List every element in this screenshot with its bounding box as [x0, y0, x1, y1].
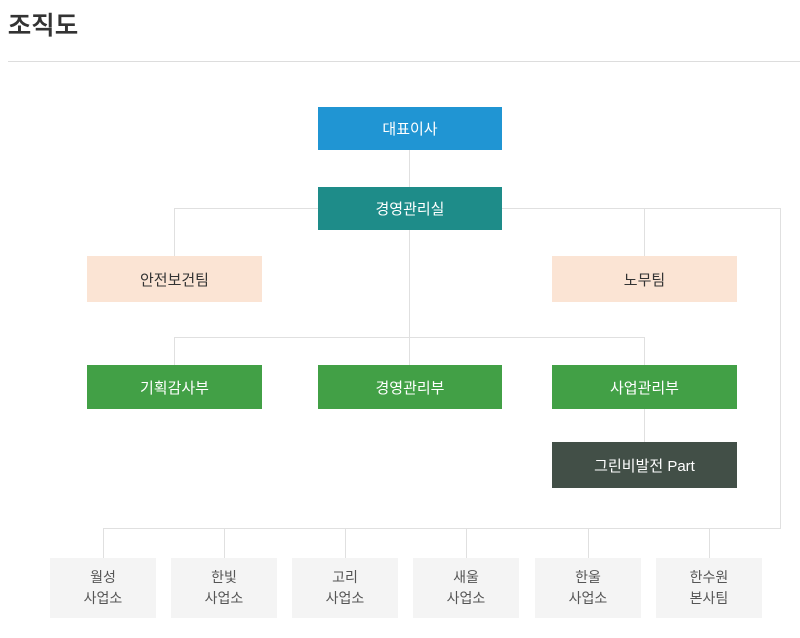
- connector-office-to-departments: [409, 230, 410, 365]
- connector-branches-horizontal: [103, 528, 780, 529]
- connector-office-left-branch: [174, 208, 318, 209]
- branch-suffix: 사업소: [204, 590, 244, 606]
- branch-node-hanul: 한울 사업소: [535, 558, 641, 618]
- connector-ceo-to-office: [409, 150, 410, 187]
- branch-suffix: 사업소: [83, 590, 123, 606]
- connector-drop-labor-team: [644, 208, 645, 256]
- org-node-safety-health-team: 안전보건팀: [87, 256, 262, 302]
- branch-name: 월성: [90, 569, 116, 585]
- branch-suffix: 사업소: [325, 590, 365, 606]
- connector-drop-safety-team: [174, 208, 175, 256]
- connector-drop-dept-business: [644, 337, 645, 365]
- branch-name: 새울: [453, 569, 479, 585]
- org-node-management-office: 경영관리실: [318, 187, 502, 230]
- branch-suffix: 본사팀: [689, 590, 729, 606]
- branch-name: 고리: [332, 569, 358, 585]
- connector-drop-branch-5: [588, 528, 589, 558]
- org-node-dept-business: 사업관리부: [552, 365, 737, 409]
- connector-drop-dept-planning: [174, 337, 175, 365]
- page-title: 조직도: [8, 12, 79, 40]
- connector-drop-branch-4: [466, 528, 467, 558]
- connector-drop-branch-3: [345, 528, 346, 558]
- branch-node-hanbit: 한빛 사업소: [171, 558, 277, 618]
- branch-node-saeul: 새울 사업소: [413, 558, 519, 618]
- branch-name: 한수원: [689, 569, 729, 585]
- connector-departments-horizontal: [174, 337, 645, 338]
- org-node-greenbi-part: 그린비발전 Part: [552, 442, 737, 488]
- branch-name: 한빛: [211, 569, 237, 585]
- title-divider: [8, 61, 800, 62]
- connector-drop-branch-1: [103, 528, 104, 558]
- org-node-ceo: 대표이사: [318, 107, 502, 150]
- org-node-dept-management: 경영관리부: [318, 365, 502, 409]
- org-node-dept-planning-audit: 기획감사부: [87, 365, 262, 409]
- branch-node-wolseong: 월성 사업소: [50, 558, 156, 618]
- branch-node-kori: 고리 사업소: [292, 558, 398, 618]
- branch-name: 한울: [575, 569, 601, 585]
- connector-office-right-branch: [502, 208, 780, 209]
- connector-drop-branch-6: [709, 528, 710, 558]
- connector-drop-branch-2: [224, 528, 225, 558]
- branch-suffix: 사업소: [568, 590, 608, 606]
- connector-dept-to-part: [644, 409, 645, 442]
- org-node-labor-team: 노무팀: [552, 256, 737, 302]
- branch-node-khnp-hq: 한수원 본사팀: [656, 558, 762, 618]
- branch-suffix: 사업소: [446, 590, 486, 606]
- connector-right-vertical: [780, 208, 781, 529]
